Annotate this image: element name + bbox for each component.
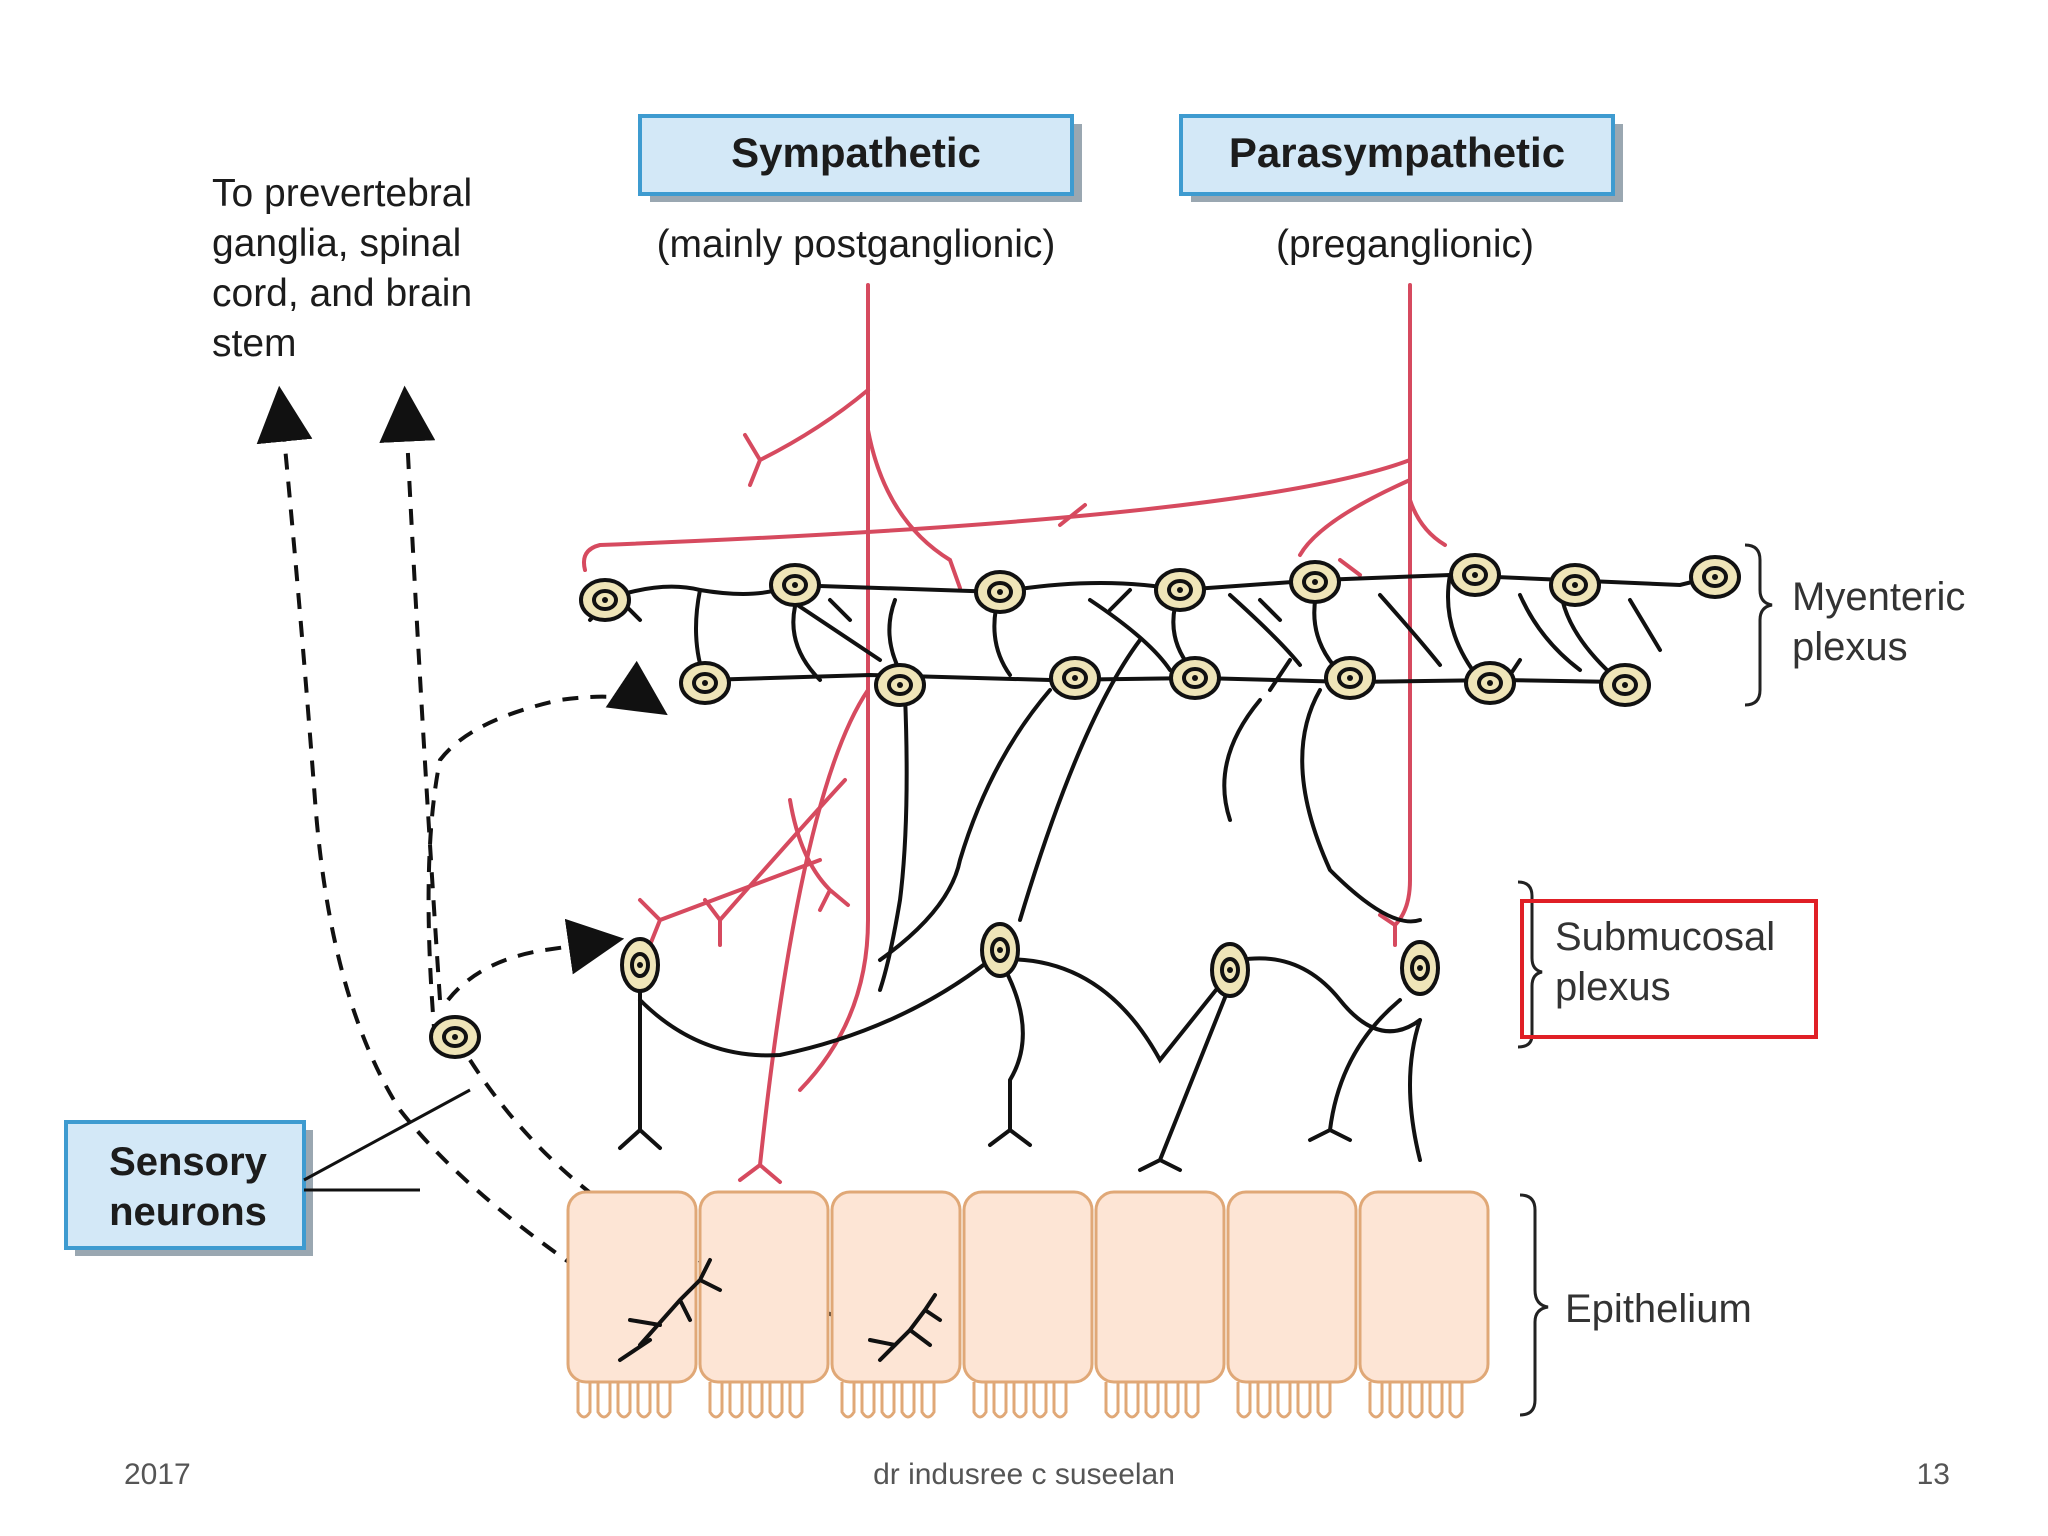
- submucosal-label: Submucosal plexus: [1555, 915, 1775, 1009]
- footer-author: dr indusree c suseelan: [873, 1458, 1175, 1491]
- epithelium-label: Epithelium: [1565, 1287, 1752, 1331]
- sympathetic-box: Sympathetic: [638, 114, 1082, 202]
- myenteric-label: Myenteric plexus: [1792, 575, 1965, 669]
- svg-text:stem: stem: [212, 322, 297, 365]
- svg-text:Sensory: Sensory: [109, 1140, 268, 1184]
- epithelium: [566, 1190, 1490, 1419]
- sensory-pathways: [256, 385, 921, 1352]
- svg-text:plexus: plexus: [1555, 965, 1671, 1009]
- svg-text:neurons: neurons: [109, 1190, 267, 1234]
- sensory-endings: [618, 1258, 942, 1362]
- brackets: [1517, 543, 1773, 1417]
- parasympathetic-box: Parasympathetic: [1179, 114, 1623, 202]
- sensory-box: Sensory neurons: [64, 1120, 313, 1256]
- prevertebral-label: To prevertebral ganglia, spinal cord, an…: [212, 172, 472, 365]
- myenteric-fibers: [588, 572, 1702, 692]
- svg-text:cord, and brain: cord, and brain: [212, 272, 472, 315]
- parasympathetic-label: Parasympathetic: [1229, 129, 1565, 176]
- svg-text:To prevertebral: To prevertebral: [212, 172, 472, 215]
- svg-text:Submucosal: Submucosal: [1555, 915, 1775, 959]
- svg-text:plexus: plexus: [1792, 625, 1908, 669]
- svg-text:ganglia, spinal: ganglia, spinal: [212, 222, 461, 265]
- extrinsic-fibers: [582, 283, 1447, 1184]
- svg-text:Myenteric: Myenteric: [1792, 575, 1965, 619]
- sympathetic-sublabel: (mainly postganglionic): [657, 223, 1056, 266]
- submucosal-fibers: [618, 638, 1422, 1172]
- parasympathetic-sublabel: (preganglionic): [1276, 223, 1534, 266]
- sympathetic-label: Sympathetic: [731, 129, 981, 176]
- sensory-callout-lines: [303, 1088, 471, 1192]
- submucosal-highlight-box: [1520, 899, 1818, 1039]
- footer-year: 2017: [124, 1458, 191, 1491]
- footer-page-number: 13: [1916, 1458, 1950, 1491]
- sensory-neuron: [429, 1015, 481, 1059]
- microvilli: [576, 1382, 1464, 1419]
